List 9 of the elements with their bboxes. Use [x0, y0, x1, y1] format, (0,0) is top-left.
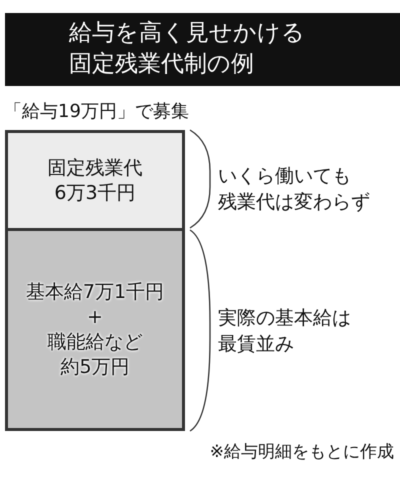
footnote-text: ※給与明細をもとに作成: [210, 441, 394, 463]
salary-block: [5, 130, 185, 231]
note-text: 実際の基本給は最賃並み: [218, 306, 351, 357]
note-text: いくら働いても残業代は変わらず: [218, 164, 370, 215]
salary-block: [5, 228, 185, 431]
subtitle-text: 「給与19万円」で募集: [4, 100, 189, 123]
amount-text: 固定残業代6万3千円: [48, 156, 142, 206]
title-banner: 給与を高く見せかける固定残業代制の例: [5, 13, 400, 86]
amount-text: 基本給7万1千円+職能給など約5万円: [26, 280, 164, 380]
